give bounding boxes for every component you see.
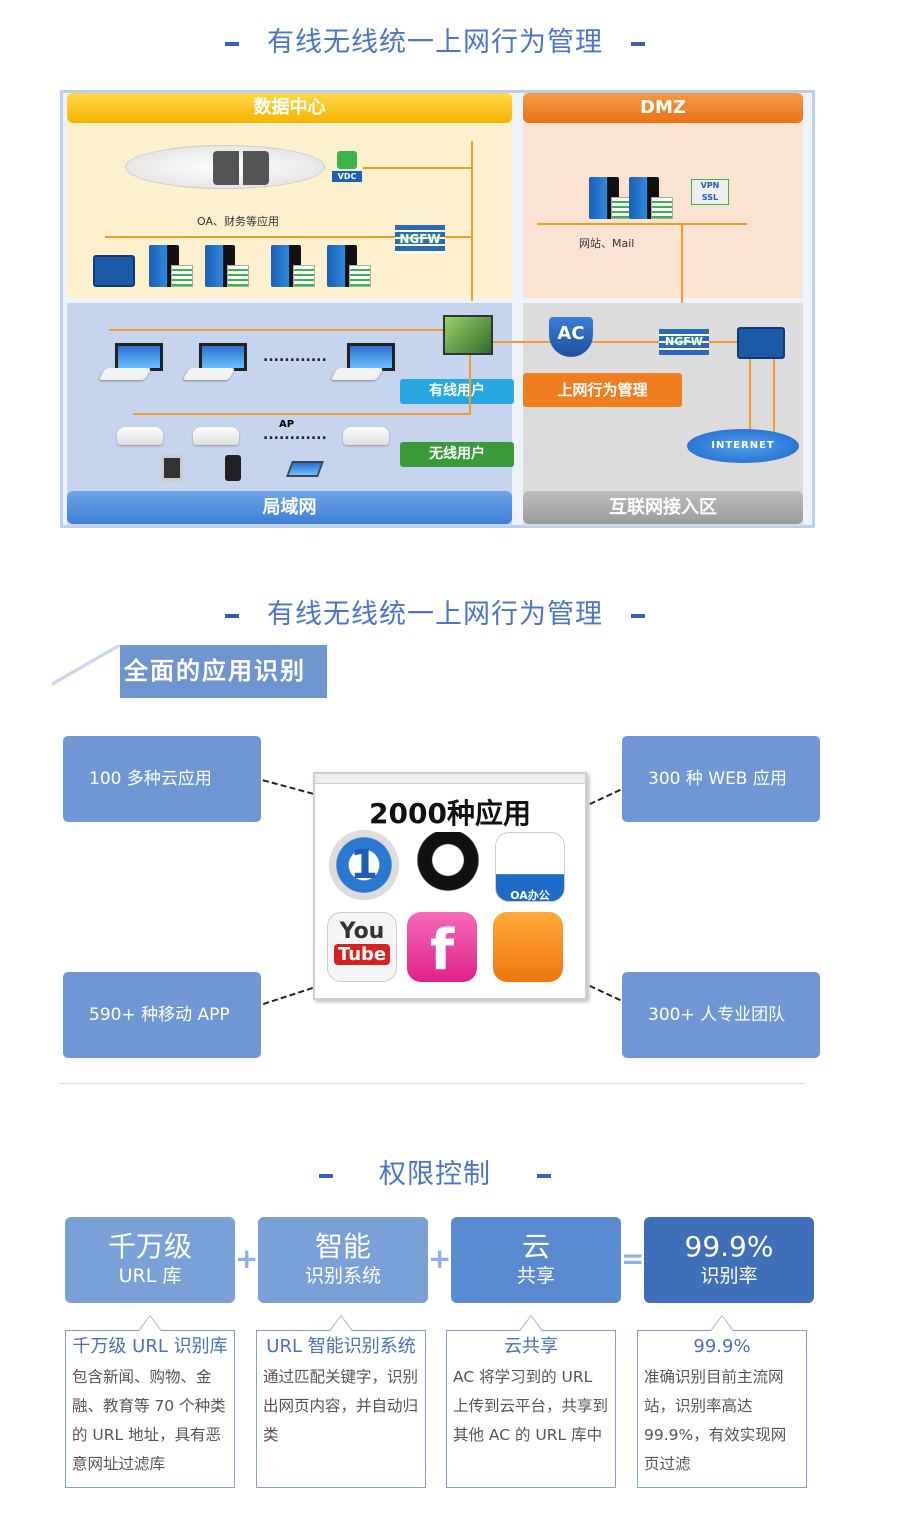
apps-window: 2000种应用 1 OA办公 You Tube f <box>313 772 587 1000</box>
detail-text: 包含新闻、购物、金融、教育等 70 个种类的 URL 地址，具有恶意网址过滤库 <box>72 1368 226 1473</box>
detail-text: AC 将学习到的 URL 上传到云平台，共享到其他 AC 的 URL 库中 <box>453 1368 609 1444</box>
detail-heading: URL 智能识别系统 <box>266 1336 416 1357</box>
equals-operator: = <box>621 1242 645 1275</box>
pc-icon <box>347 343 395 371</box>
wired-users-tag: 有线用户 <box>400 379 514 404</box>
card-line2: 共享 <box>516 1265 555 1287</box>
internet-cloud-icon: INTERNET <box>687 429 799 463</box>
card-recognition-rate: 99.9%识别率 <box>644 1217 814 1303</box>
switch-icon <box>93 255 135 287</box>
apps-count-title: 2000种应用 <box>369 797 531 830</box>
card-line1: 云 <box>521 1230 550 1263</box>
oa-apps-label: OA、财务等应用 <box>197 215 279 228</box>
network-topology-diagram: 数据中心 VDC OA、财务等应用 NGFW DMZ VPN SSL 网站、Mai… <box>60 90 815 528</box>
web-mail-label: 网站、Mail <box>579 237 635 250</box>
detail-heading: 云共享 <box>504 1336 558 1357</box>
arrow <box>589 788 621 806</box>
youtube-you: You <box>339 919 385 944</box>
ac-shield-icon: AC <box>549 317 593 357</box>
server-icon <box>271 245 315 287</box>
feature-web-apps: 300 种 WEB 应用 <box>622 736 820 822</box>
datacenter-header: 数据中心 <box>67 93 512 123</box>
card-smart-recognition: 智能识别系统 <box>258 1217 428 1303</box>
card-cloud-sharing: 云共享 <box>451 1217 621 1303</box>
detail-cloud-sharing: 云共享 AC 将学习到的 URL 上传到云平台，共享到其他 AC 的 URL 库中 <box>446 1315 616 1488</box>
ssl-label: SSL <box>701 193 719 202</box>
window-titlebar <box>315 774 585 784</box>
section3-title: 权限控制 <box>0 1152 870 1191</box>
dmz-header: DMZ <box>523 93 803 123</box>
vdc-diamond-icon <box>337 151 357 169</box>
internet-footer: 互联网接入区 <box>523 491 803 524</box>
vpn-ssl-icon: VPN SSL <box>691 179 729 205</box>
server-icon <box>629 177 673 219</box>
phone-icon <box>225 455 241 481</box>
wireless-users-tag: 无线用户 <box>400 442 514 467</box>
youtube-icon: You Tube <box>327 912 397 982</box>
detail-heading: 千万级 URL 识别库 <box>72 1336 228 1357</box>
server-icon <box>327 245 371 287</box>
qq-icon <box>413 832 483 902</box>
vpn-label: VPN <box>700 181 720 190</box>
detail-text: 通过匹配关键字，识别出网页内容，并自动归类 <box>263 1368 419 1444</box>
router-icon <box>737 327 785 359</box>
pc-icon <box>115 343 163 371</box>
ap-icon <box>117 427 163 445</box>
behavior-management-tag: 上网行为管理 <box>523 373 682 407</box>
cloud-servers-icon <box>213 151 269 185</box>
youtube-tube: Tube <box>333 944 391 965</box>
server-icon <box>149 245 193 287</box>
card-line1: 智能 <box>314 1230 371 1263</box>
core-switch-icon <box>443 315 493 355</box>
datacenter-panel: 数据中心 VDC OA、财务等应用 NGFW <box>67 93 512 301</box>
pc-icon <box>199 343 247 371</box>
detail-text: 准确识别目前主流网站，识别率高达 99.9%，有效实现网页过滤 <box>644 1368 787 1473</box>
internet-zone-panel: AC 上网行为管理 NGFW INTERNET 互联网接入区 <box>493 303 803 526</box>
ap-icon <box>193 427 239 445</box>
server-icon <box>205 245 249 287</box>
detail-smart-recognition: URL 智能识别系统通过匹配关键字，识别出网页内容，并自动归类 <box>256 1315 426 1488</box>
lan-panel: ............ 有线用户 AP ............ 无线用户 局… <box>67 303 514 526</box>
rss-icon <box>493 912 563 982</box>
app-icon-1: 1 <box>329 830 399 900</box>
section2-title: 有线无线统一上网行为管理 <box>0 592 870 631</box>
laptop-icon <box>286 461 324 477</box>
lan-footer: 局域网 <box>67 491 512 524</box>
detail-heading: 99.9% <box>693 1336 751 1357</box>
card-line1: 千万级 <box>107 1230 192 1263</box>
card-line2: 识别率 <box>700 1265 758 1287</box>
section-banner: 全面的应用识别 <box>52 645 327 698</box>
detail-url-library: 千万级 URL 识别库包含新闻、购物、金融、教育等 70 个种类的 URL 地址… <box>65 1315 235 1488</box>
ap-label: AP <box>279 419 295 430</box>
plus-operator: + <box>428 1242 452 1275</box>
tablet-icon <box>161 455 183 481</box>
divider <box>60 1083 804 1084</box>
section1-title: 有线无线统一上网行为管理 <box>0 20 870 59</box>
arrow <box>262 779 314 795</box>
dmz-panel: DMZ VPN SSL 网站、Mail <box>523 93 803 333</box>
ngfw-icon: NGFW <box>395 225 445 253</box>
detail-recognition-rate: 99.9% 准确识别目前主流网站，识别率高达 99.9%，有效实现网页过滤 <box>637 1315 807 1488</box>
ngfw-icon: NGFW <box>659 329 709 355</box>
server-icon <box>589 177 633 219</box>
card-line2: 识别系统 <box>304 1265 381 1287</box>
ap-icon <box>343 427 389 445</box>
oa-office-icon: OA办公 <box>495 832 565 902</box>
feature-cloud-apps: 100 多种云应用 <box>63 736 261 822</box>
arrow <box>589 984 621 1002</box>
plus-operator: + <box>235 1242 259 1275</box>
dots: ............ <box>263 427 327 443</box>
dots: ............ <box>263 349 327 365</box>
feature-team: 300+ 人专业团队 <box>622 972 820 1058</box>
vdc-icon: VDC <box>332 171 362 182</box>
arrow <box>262 987 314 1005</box>
feature-mobile-apps: 590+ 种移动 APP <box>63 972 261 1058</box>
facebook-icon: f <box>407 912 477 983</box>
card-line2: URL 库 <box>118 1265 182 1287</box>
card-line1: 99.9% <box>684 1230 774 1263</box>
